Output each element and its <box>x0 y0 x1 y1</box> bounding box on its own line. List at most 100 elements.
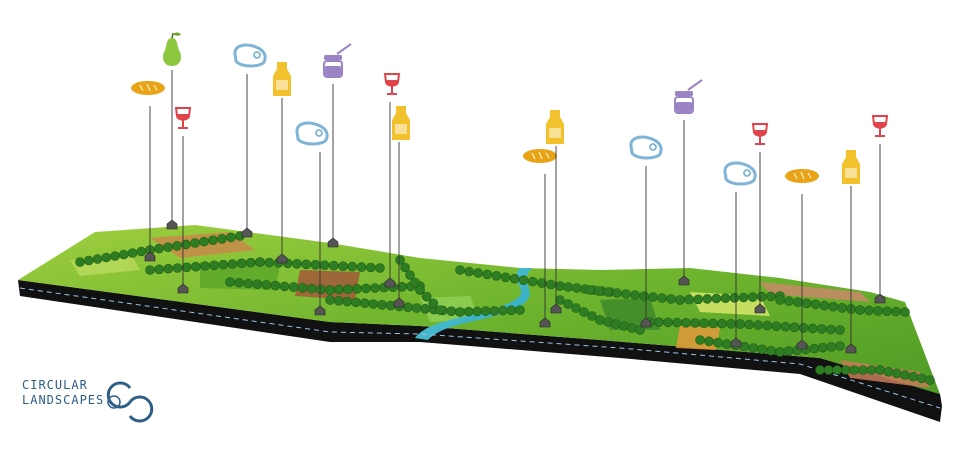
tree <box>463 306 474 317</box>
tree <box>136 246 147 257</box>
tree <box>849 365 860 375</box>
farmhouse-icon <box>177 283 189 294</box>
product-marker <box>383 73 401 288</box>
tree <box>243 278 253 289</box>
tree <box>612 288 622 298</box>
tree <box>771 321 782 332</box>
product-marker <box>131 81 165 262</box>
meat-icon <box>233 43 267 68</box>
tree <box>925 375 935 385</box>
tree <box>234 277 244 288</box>
tree <box>744 319 754 330</box>
tree <box>657 293 667 303</box>
farmhouse-icon <box>314 305 326 316</box>
brand-line-1: CIRCULAR <box>22 378 88 392</box>
tree <box>352 283 362 294</box>
tree <box>342 296 353 307</box>
tree <box>594 286 604 296</box>
tree <box>333 295 344 306</box>
tree <box>801 298 812 309</box>
farmhouse-icon <box>845 343 857 354</box>
tree <box>218 259 229 270</box>
tree <box>891 306 901 317</box>
tree <box>571 303 581 313</box>
tree <box>464 266 474 277</box>
tree <box>509 273 520 284</box>
tree <box>585 285 595 295</box>
tree <box>908 371 919 382</box>
tree <box>835 325 845 335</box>
tree <box>627 323 637 333</box>
tree <box>154 243 164 254</box>
meat-icon <box>723 161 757 186</box>
tree <box>527 276 538 287</box>
tree <box>663 317 673 328</box>
tree <box>563 299 573 309</box>
tree <box>154 264 164 275</box>
milk-icon <box>392 106 410 140</box>
tree <box>252 279 263 290</box>
tree <box>92 254 103 264</box>
tree <box>546 279 556 290</box>
tree <box>798 322 809 333</box>
milk-icon <box>842 150 860 184</box>
tree <box>720 293 731 304</box>
tree <box>826 324 836 335</box>
tree <box>675 295 685 305</box>
product-marker <box>674 79 703 286</box>
product-marker <box>842 150 860 354</box>
tree <box>784 296 794 306</box>
tree <box>611 319 621 329</box>
tree <box>421 291 432 302</box>
farmhouse-icon <box>144 251 156 262</box>
tree <box>410 277 420 288</box>
wine-icon <box>751 123 769 145</box>
tree <box>654 317 664 328</box>
tree <box>310 259 321 270</box>
tree <box>110 251 120 261</box>
tree <box>681 317 691 328</box>
tree <box>420 303 431 314</box>
tree <box>145 265 155 275</box>
tree <box>603 287 613 297</box>
farmhouse-icon <box>327 237 339 248</box>
tree <box>756 291 767 302</box>
tree <box>455 265 465 275</box>
tree <box>639 291 649 301</box>
tree <box>127 248 138 258</box>
tree <box>712 337 723 348</box>
product-marker <box>163 32 181 230</box>
farmhouse-icon <box>550 303 562 314</box>
product-marker <box>751 123 769 314</box>
tree <box>270 280 281 291</box>
tree <box>823 365 834 375</box>
tree <box>766 291 776 302</box>
bread-icon <box>131 81 165 95</box>
tree <box>500 272 511 283</box>
product-marker <box>629 135 663 328</box>
tree <box>515 305 525 315</box>
tree <box>84 255 94 266</box>
tree <box>684 294 694 305</box>
product-marker <box>523 149 557 328</box>
farmhouse-icon <box>276 253 288 264</box>
tree <box>172 241 182 251</box>
tree <box>400 262 410 273</box>
tree <box>506 305 517 316</box>
tree <box>775 347 785 357</box>
tree <box>630 290 640 300</box>
tree <box>855 305 865 315</box>
tree <box>208 235 218 245</box>
tree <box>209 260 219 271</box>
brand-line-2: LANDSCAPES <box>22 393 104 407</box>
tree <box>319 260 330 271</box>
tree <box>236 258 247 269</box>
tree <box>819 300 830 311</box>
tree <box>729 292 740 303</box>
tree <box>672 317 682 328</box>
tree <box>621 289 631 299</box>
wine-icon <box>174 107 192 129</box>
tree <box>717 318 727 329</box>
tree <box>704 336 714 347</box>
tree <box>783 346 794 356</box>
